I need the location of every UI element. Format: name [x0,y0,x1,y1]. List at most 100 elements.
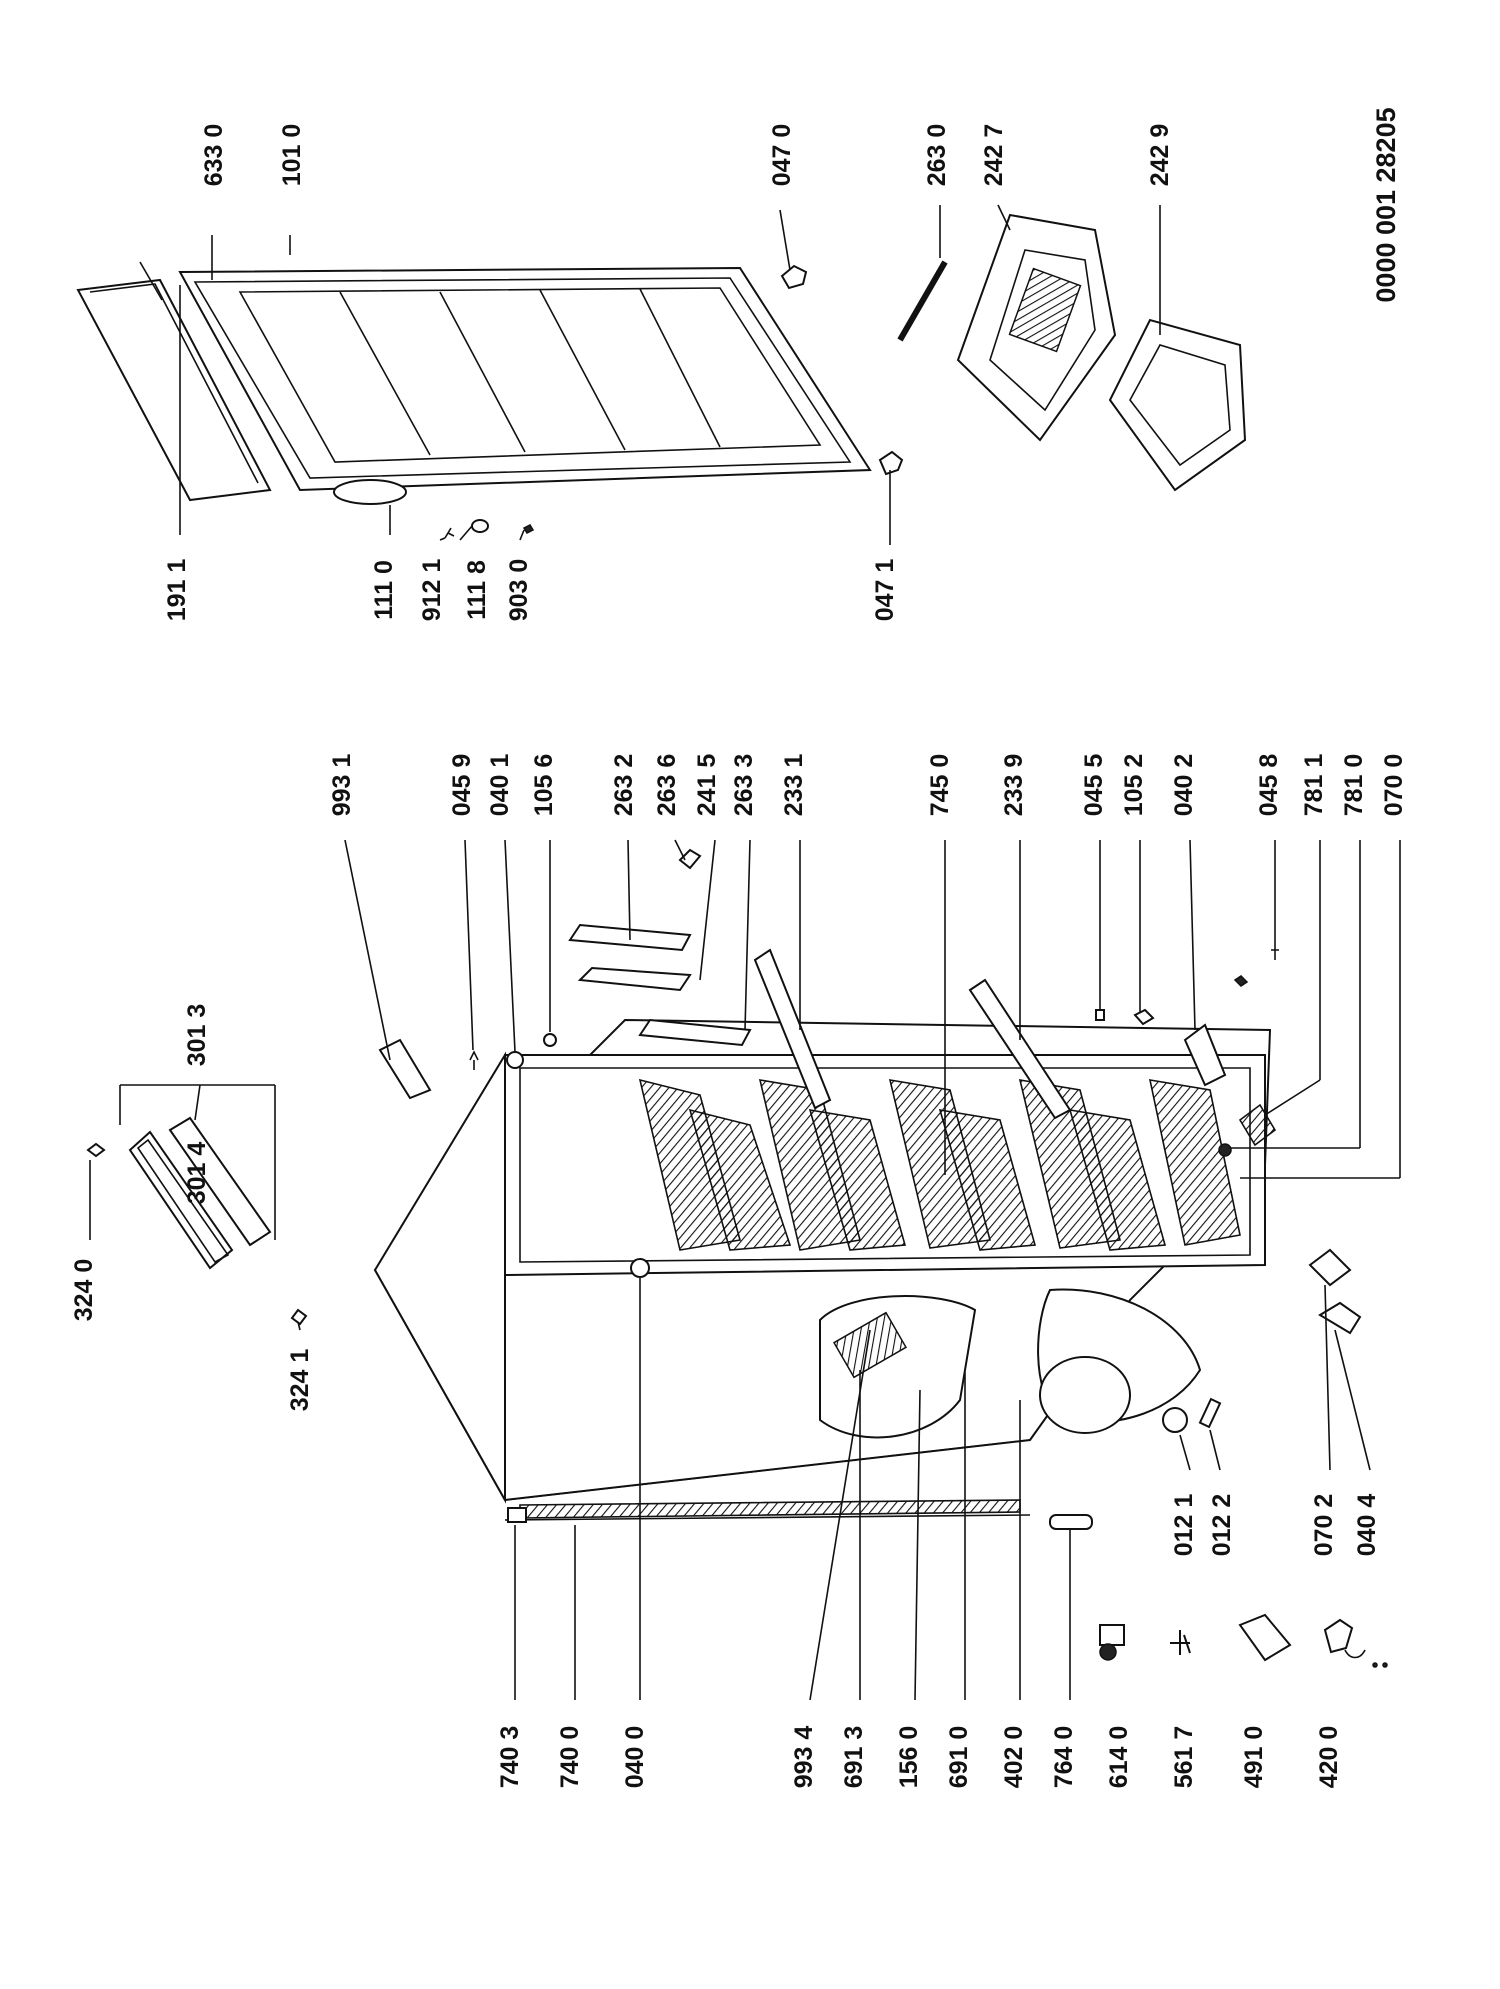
part-0455 [1095,1009,1105,1021]
label-0459: 045 9 [448,754,476,817]
label-2636: 263 6 [653,754,681,817]
hinge-bracket-0470 [780,264,808,290]
label-2331: 233 1 [780,754,808,817]
clip-3241 [290,1308,308,1326]
label-0455: 045 5 [1080,754,1108,817]
panel-strip-3014 [168,1116,272,1247]
control-panel-assembly [86,1084,308,1331]
label-6910: 691 0 [945,1726,973,1789]
label-3014: 301 4 [183,1142,211,1205]
rail-2339 [968,978,1072,1120]
label-3240: 324 0 [70,1259,98,1322]
part-4200 [1323,1618,1354,1654]
label-4200: 420 0 [1315,1726,1343,1789]
part-5617 [1170,1630,1191,1655]
label-1110: 111 0 [370,560,398,620]
hinge-disc [333,479,407,505]
drawer-2427 [956,213,1117,442]
label-0471: 047 1 [871,559,899,622]
label-7811: 781 1 [1300,754,1328,817]
label-7640: 764 0 [1050,1726,1078,1789]
label-4910: 491 0 [1240,1726,1268,1789]
rail-2331 [753,948,832,1110]
accessories [1099,1613,1388,1668]
label-1056: 105 6 [530,754,558,817]
label-2633: 263 3 [730,754,758,817]
label-0122: 012 2 [1208,1494,1236,1557]
label-0401: 040 1 [486,754,514,817]
label-9934: 993 4 [790,1726,818,1789]
washer-1118 [471,519,489,533]
evaporator-shelves-7450 [638,1078,1241,1251]
plug-0401 [506,1051,524,1069]
shelf-2415 [577,966,692,992]
cover-7811 [1238,1103,1277,1147]
label-0700: 070 0 [1380,754,1408,817]
cooling-unit [819,1248,1362,1530]
compressor-4020 [1039,1356,1131,1434]
relay-0121 [1162,1407,1188,1433]
door-leaders [179,204,1161,545]
label-3013: 301 3 [183,1004,211,1067]
drawer-2429 [1108,318,1247,492]
cover-9931 [378,1038,432,1100]
plug-1056 [543,1033,557,1047]
rail-2633 [638,1018,752,1047]
screw-0459 [469,1050,479,1070]
drawing-number: 0000 001 28205 [1371,107,1401,302]
nut-9030 [522,524,535,534]
part-6140 [1099,1624,1125,1646]
part-7810 [1218,1143,1232,1157]
label-7810: 781 0 [1340,754,1368,817]
label-0470: 047 0 [768,124,796,187]
cap-7403 [507,1507,527,1523]
label-7450: 745 0 [926,754,954,817]
label-1010: 101 0 [278,124,306,187]
screw-0458 [1271,949,1279,960]
label-0400: 040 0 [621,1726,649,1789]
plug-0400 [630,1258,650,1278]
door-gasket-strip [76,278,272,502]
part-0122 [1198,1397,1222,1429]
clip-2636 [678,848,702,870]
label-0458: 045 8 [1255,754,1283,817]
label-1560: 156 0 [895,1726,923,1789]
label-2630: 263 0 [923,124,951,187]
foot-0404 [1318,1301,1362,1335]
clip-3240 [86,1142,106,1158]
label-6913: 691 3 [840,1726,868,1789]
label-1911: 191 1 [163,559,191,622]
hinge-bracket-0471 [878,450,904,476]
cabinet-leaders [344,839,1401,1701]
label-2415: 241 5 [693,754,721,817]
label-4020: 402 0 [1000,1726,1028,1789]
label-2632: 263 2 [610,754,638,817]
label-0404: 040 4 [1353,1494,1381,1557]
screw-9121 [444,527,455,539]
label-9931: 993 1 [328,754,356,817]
label-7400: 740 0 [556,1726,584,1789]
label-1118: 111 8 [463,560,491,620]
cap-1052 [1133,1008,1155,1026]
label-6330: 633 0 [200,124,228,187]
filter-7640 [1049,1514,1093,1530]
label-3241: 324 1 [286,1349,314,1412]
label-7403: 740 3 [496,1726,524,1789]
label-2429: 242 9 [1146,124,1174,187]
door-panel [178,266,872,492]
label-6140: 614 0 [1105,1726,1133,1789]
label-2427: 242 7 [980,124,1008,187]
foot-0702 [1308,1248,1352,1287]
label-9030: 903 0 [505,559,533,622]
door-assembly [76,213,1247,539]
label-0121: 012 1 [1170,1494,1198,1557]
label-0402: 040 2 [1170,754,1198,817]
part-4910 [1238,1613,1292,1662]
label-1052: 105 2 [1120,754,1148,817]
label-2339: 233 9 [1000,754,1028,817]
label-5617: 561 7 [1170,1726,1198,1789]
label-9121: 912 1 [418,559,446,622]
control-panel-3013 [128,1130,234,1270]
inner-parts [378,848,1279,1157]
